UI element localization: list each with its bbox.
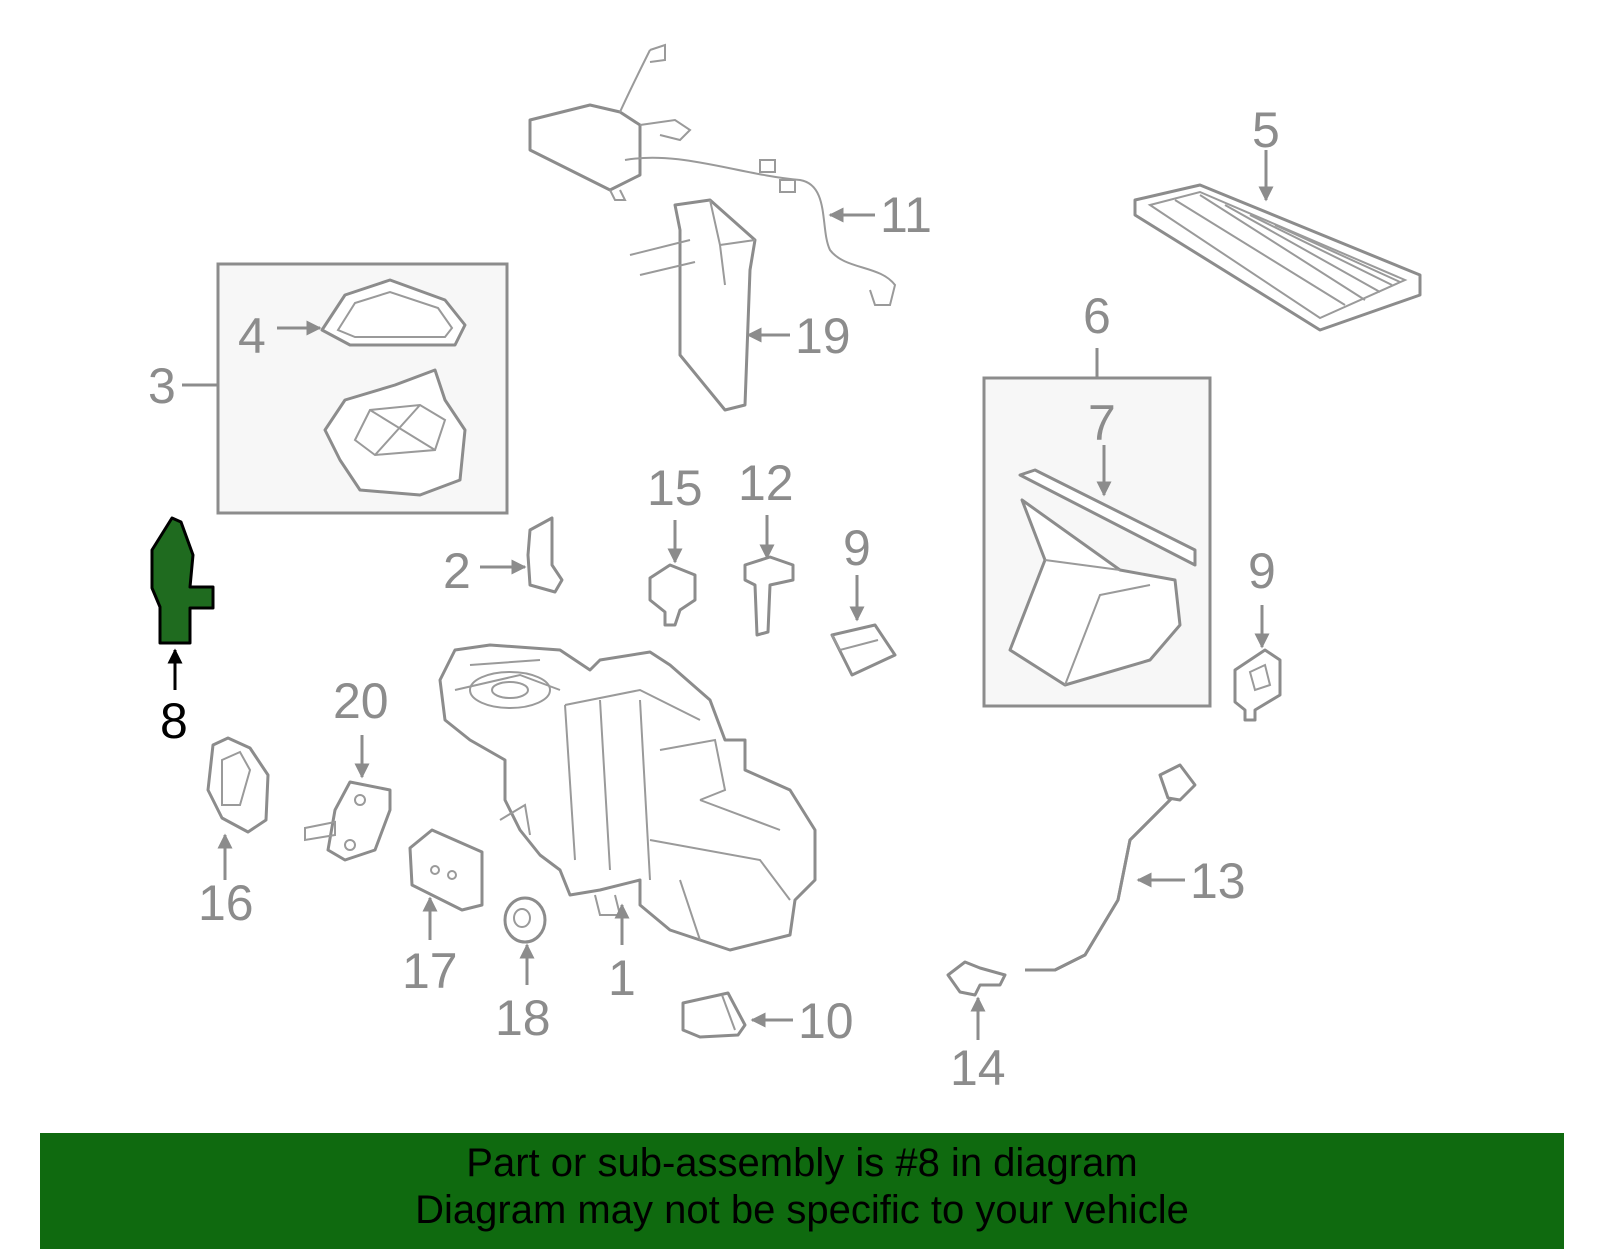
callout-20: 20 xyxy=(333,673,389,729)
callout-10: 10 xyxy=(798,993,854,1049)
callout-12: 12 xyxy=(738,455,794,511)
part-2-bracket xyxy=(526,516,564,594)
callout-3: 3 xyxy=(148,358,176,414)
part-17-bracket xyxy=(408,828,484,912)
part-11-wiring-harness xyxy=(528,43,897,306)
callout-13: 13 xyxy=(1190,853,1246,909)
part-12-sensor xyxy=(743,555,795,637)
callout-19: 19 xyxy=(795,308,851,364)
callout-9-left: 9 xyxy=(843,520,871,576)
callout-9-right: 9 xyxy=(1248,543,1276,599)
notice-banner: Part or sub-assembly is #8 in diagram Di… xyxy=(40,1133,1564,1249)
parts-diagram: 11 19 5 3 4 6 7 8 2 xyxy=(148,43,1422,1096)
callout-16: 16 xyxy=(198,875,254,931)
callout-15: 15 xyxy=(647,460,703,516)
banner-line-disclaimer: Diagram may not be specific to your vehi… xyxy=(415,1188,1189,1232)
part-16-seal xyxy=(206,736,270,834)
callout-11: 11 xyxy=(880,187,932,243)
callout-17: 17 xyxy=(402,943,458,999)
part-18-grommet xyxy=(503,896,547,944)
part-15-relay xyxy=(648,563,697,627)
part-9-module-left xyxy=(830,623,897,677)
part-19-duct xyxy=(629,198,757,412)
callout-7: 7 xyxy=(1088,395,1116,451)
part-9-module-right xyxy=(1233,648,1282,722)
callout-6: 6 xyxy=(1083,288,1111,344)
part-8-highlighted[interactable] xyxy=(150,516,215,645)
part-5-cabin-filter xyxy=(1133,183,1422,332)
part-3-blower-housing xyxy=(323,368,467,497)
part-1-hvac-case xyxy=(438,643,817,952)
part-14-connector xyxy=(946,960,1007,997)
callout-4: 4 xyxy=(238,308,266,364)
callout-5: 5 xyxy=(1252,102,1280,158)
callout-14: 14 xyxy=(950,1040,1006,1096)
part-20-actuator xyxy=(304,780,392,862)
callout-18: 18 xyxy=(495,990,551,1046)
callout-1: 1 xyxy=(608,950,636,1006)
part-13-hose xyxy=(1025,763,1197,972)
banner-line-part: Part or sub-assembly is #8 in diagram xyxy=(466,1141,1138,1185)
callout-8: 8 xyxy=(160,693,188,749)
part-4-gasket xyxy=(320,278,467,347)
part-10-clip xyxy=(681,991,747,1039)
part-7-air-inlet xyxy=(1008,468,1197,687)
callout-2: 2 xyxy=(443,543,471,599)
